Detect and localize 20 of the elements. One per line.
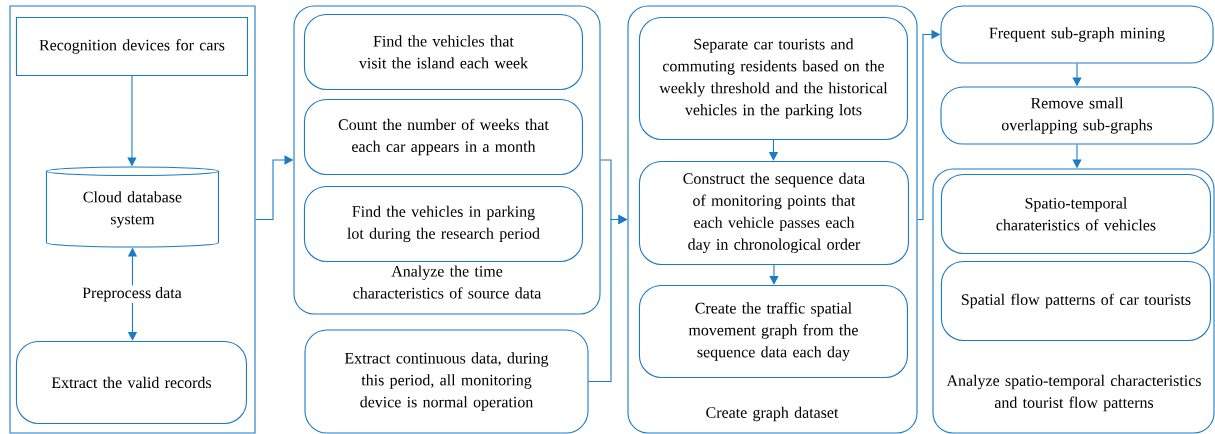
process-box: Frequent sub-graph mining bbox=[940, 5, 1214, 64]
process-box: Count the number of weeks that each car appears in a month bbox=[303, 98, 583, 175]
edge-label: Preprocess data bbox=[80, 285, 184, 303]
process-box: Remove small overlapping sub-graphs bbox=[940, 86, 1214, 145]
panel-heading: Create graph dataset bbox=[706, 406, 839, 422]
process-box: Extract continuous data, during this period, all monitoring device is normal operation bbox=[304, 329, 589, 434]
stage-panel bbox=[9, 5, 256, 434]
process-box: Find the vehicles in parking lot during the research period bbox=[303, 185, 583, 262]
process-box: Spatio-temporal charateristics of vehicles bbox=[940, 173, 1211, 254]
panel-heading: Analyze spatio-temporal characteristics and tourist flow patterns bbox=[946, 374, 1201, 412]
process-box: Spatial flow patterns of car tourists bbox=[940, 260, 1211, 341]
database-cylinder: Cloud database system bbox=[45, 166, 219, 248]
process-box: Find the vehicles that visit the island each week bbox=[303, 13, 583, 90]
process-box: Create the traffic spatial movement graph from the sequence data each day bbox=[638, 284, 908, 378]
panel-heading: Analyze the time characteristics of source data bbox=[353, 265, 542, 299]
device-box: Recognition devices for cars bbox=[15, 16, 248, 76]
process-box: Separate car tourists and commuting residents based on the weekly threshold and the historical vehicles in the parking lots bbox=[638, 16, 908, 140]
arrow bbox=[769, 264, 779, 285]
process-box: Construct the sequence data of monitoring points that each vehicle passes each day in chronological order bbox=[638, 160, 909, 265]
process-box: Extract the valid records bbox=[15, 340, 247, 424]
